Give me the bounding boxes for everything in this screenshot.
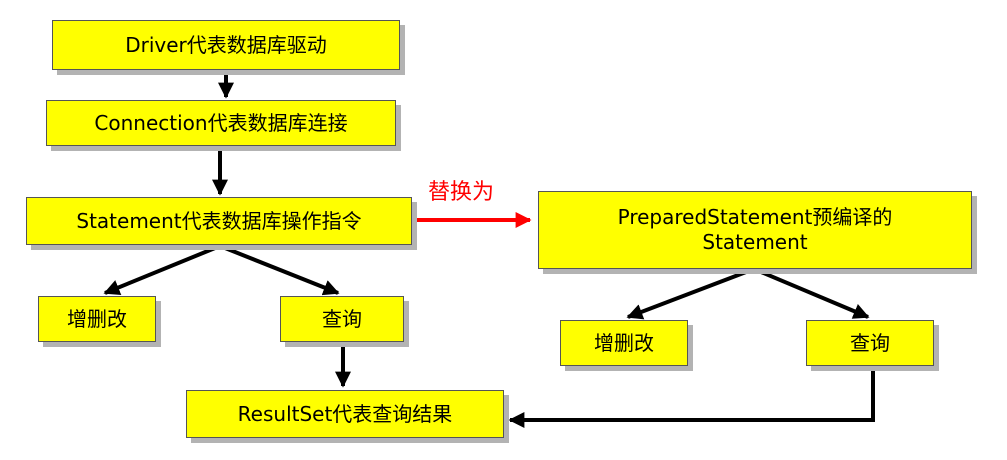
driver-node-label: Driver代表数据库驱动 xyxy=(125,32,327,57)
crud-left-node: 增删改 xyxy=(38,296,156,342)
query-right-label: 查询 xyxy=(850,330,890,355)
prepared-statement-label-line1: PreparedStatement预编译的 xyxy=(617,205,893,229)
driver-node: Driver代表数据库驱动 xyxy=(52,20,400,70)
statement-node: Statement代表数据库操作指令 xyxy=(26,197,412,245)
arrow-prepared-to-query-right xyxy=(753,267,870,319)
query-left-node: 查询 xyxy=(280,296,404,342)
arrow-statement-to-query-left xyxy=(219,244,340,296)
statement-node-label: Statement代表数据库操作指令 xyxy=(76,208,362,233)
arrow-statement-to-crud-left xyxy=(103,244,221,295)
replace-label: 替换为 xyxy=(428,180,495,205)
prepared-statement-node: PreparedStatement预编译的 Statement xyxy=(538,191,972,269)
resultset-node-label: ResultSet代表查询结果 xyxy=(237,401,453,426)
crud-right-node: 增删改 xyxy=(560,320,688,366)
connection-node-label: Connection代表数据库连接 xyxy=(94,110,348,135)
query-right-node: 查询 xyxy=(806,320,934,366)
arrow-query-right-to-resultset xyxy=(508,368,875,428)
crud-left-label: 增删改 xyxy=(67,306,127,331)
connection-node: Connection代表数据库连接 xyxy=(46,100,396,146)
arrow-prepared-to-crud-right xyxy=(626,267,755,320)
crud-right-label: 增删改 xyxy=(594,330,654,355)
query-left-label: 查询 xyxy=(322,306,362,331)
prepared-statement-label-line2: Statement xyxy=(702,230,808,254)
resultset-node: ResultSet代表查询结果 xyxy=(186,390,504,438)
